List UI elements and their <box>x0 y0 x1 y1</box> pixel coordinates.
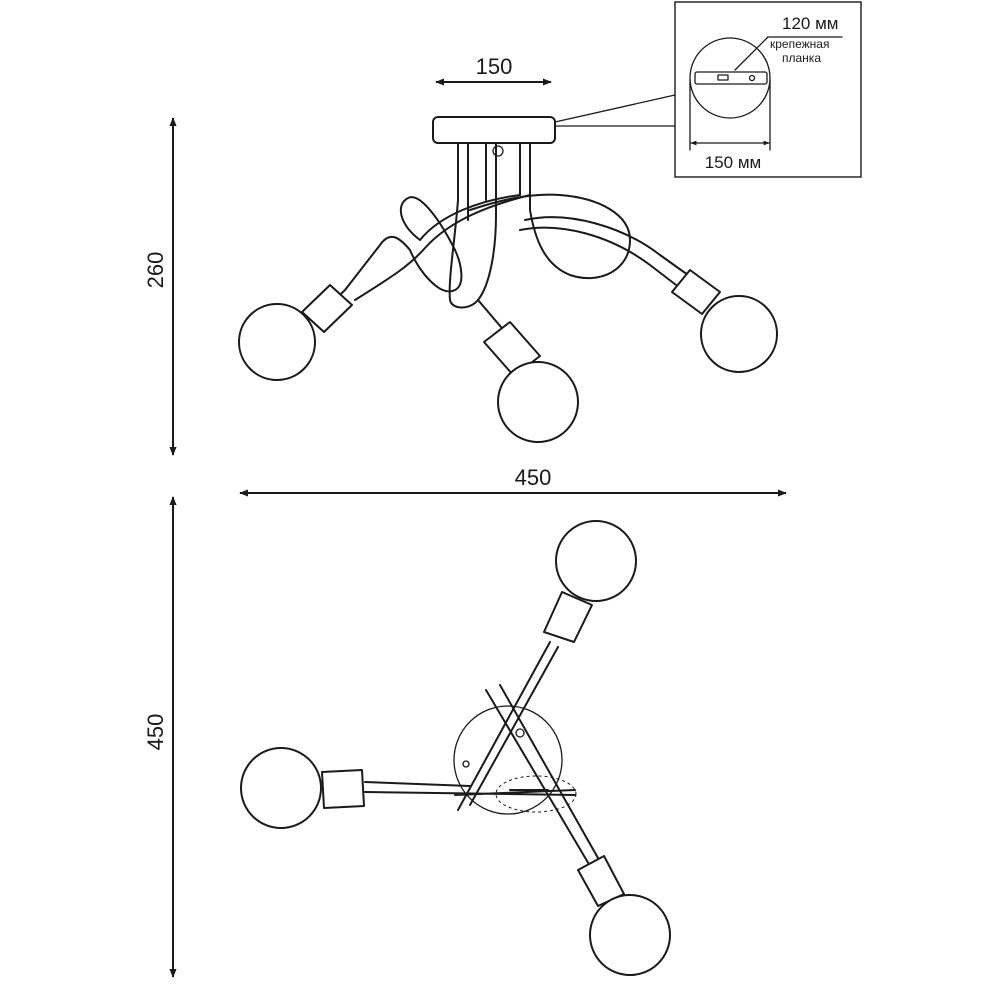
top-bulb-lower <box>589 894 671 976</box>
top-view <box>240 520 671 976</box>
top-canopy <box>453 705 563 815</box>
top-arm-upper <box>457 641 559 811</box>
mounting-inset: 120 мм крепежная планка 150 мм <box>674 1 862 178</box>
inset-plate-label-line1: крепежная <box>770 37 829 51</box>
side-bulb-left <box>238 303 316 381</box>
top-bulb-upper <box>555 520 637 602</box>
top-bulb-left <box>240 747 322 829</box>
side-screw <box>492 145 504 157</box>
side-socket-left <box>301 284 353 333</box>
top-socket-upper <box>543 591 593 643</box>
inset-leader <box>554 94 676 123</box>
inset-plate-length: 120 мм <box>782 14 838 33</box>
side-arm-right <box>469 193 631 280</box>
side-arm-left <box>317 194 521 317</box>
dim-label-overall-width: 450 <box>515 465 552 490</box>
dim-label-top-height: 450 <box>143 714 168 751</box>
side-canopy <box>432 116 556 144</box>
dim-label-side-width: 150 <box>476 54 513 79</box>
side-arm-center <box>448 199 497 309</box>
side-bulb-center <box>497 361 579 443</box>
dim-label-side-height: 260 <box>143 252 168 289</box>
top-socket-left <box>321 769 365 809</box>
inset-plate-label-line2: планка <box>782 51 821 65</box>
inset-canopy-diameter: 150 мм <box>705 153 761 172</box>
side-view <box>238 94 778 443</box>
top-mounting-highlight <box>495 775 577 813</box>
side-socket-center <box>483 321 541 377</box>
side-rods <box>457 142 531 221</box>
side-bulb-right <box>700 295 778 373</box>
top-arm-lower <box>485 684 599 867</box>
top-socket-lower <box>577 855 625 907</box>
top-arm-left <box>364 781 576 796</box>
side-socket-right <box>671 269 721 315</box>
inset-mounting-plate <box>694 71 768 85</box>
inset-canopy-circle <box>689 37 771 119</box>
